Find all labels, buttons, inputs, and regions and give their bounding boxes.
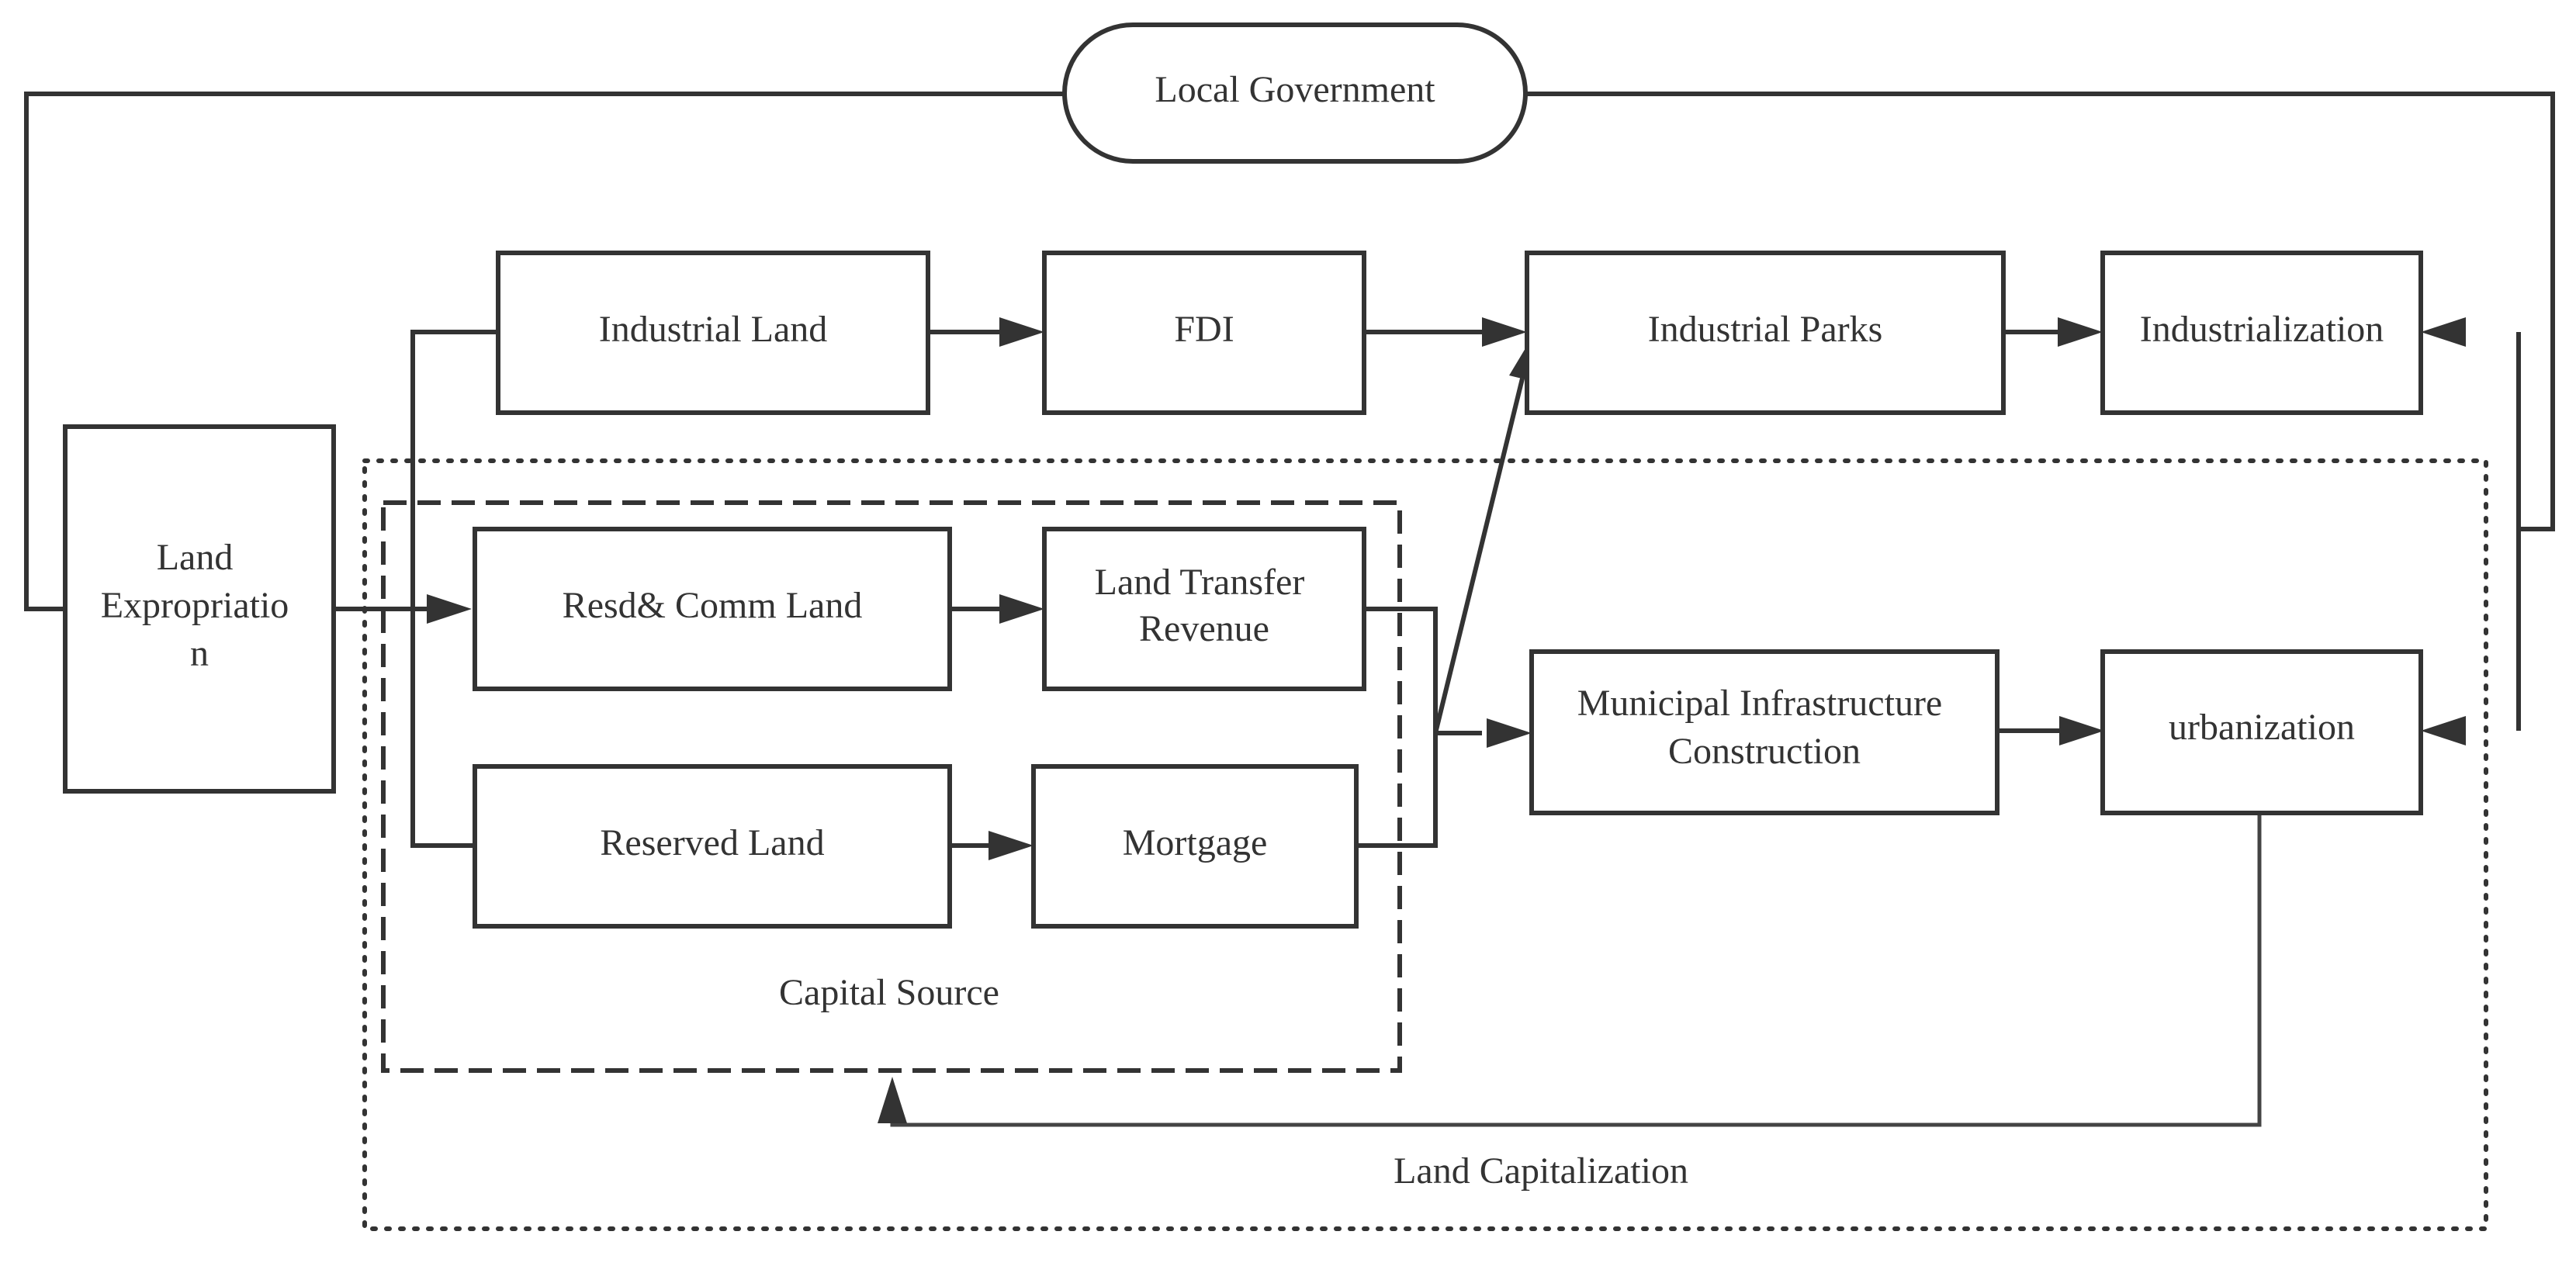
capital-source-caption: Capital Source	[779, 972, 999, 1013]
local-government-label: Local Government	[1155, 69, 1435, 110]
municipal-infrastructure-label: Municipal Infrastructure Construction	[1577, 683, 1951, 772]
arrowhead-into-urbanization-right	[2421, 716, 2466, 745]
reserved-land-node	[473, 764, 952, 929]
industrialization-label: Industrialization	[2140, 309, 2384, 350]
arrowhead-to-mortgage	[989, 831, 1034, 860]
land-transfer-revenue-line-2: Revenue	[1139, 608, 1269, 649]
connector-merge-to-parks	[1433, 378, 1525, 734]
land-expropriation-line-1: Land	[157, 537, 234, 578]
land-expropriation-line-3: n	[190, 633, 209, 674]
fdi-label: FDI	[1174, 309, 1234, 350]
resd-comm-land-node	[473, 527, 952, 691]
land-transfer-revenue-label: Land Transfer Revenue	[1095, 562, 1314, 649]
land-transfer-revenue-line-1: Land Transfer	[1095, 562, 1305, 603]
arrowhead-to-resd	[427, 594, 472, 624]
arrowhead-to-revenue	[999, 594, 1044, 624]
connector-government-to-right-bus	[1525, 92, 2555, 531]
industrialization-node	[2100, 251, 2423, 415]
industrial-land-node	[496, 251, 930, 415]
urbanization-node	[2100, 649, 2423, 815]
land-transfer-revenue-node	[1042, 527, 1366, 691]
land-capitalization-caption: Land Capitalization	[1394, 1150, 1688, 1192]
industrial-parks-label: Industrial Parks	[1648, 309, 1883, 350]
land-expropriation-node	[63, 424, 336, 794]
mortgage-label: Mortgage	[1123, 822, 1268, 863]
land-expropriation-label: Land Expropriatio n	[101, 537, 299, 674]
arrowhead-to-municipal	[1487, 718, 1532, 748]
mortgage-node	[1031, 764, 1359, 929]
industrial-land-label: Industrial Land	[599, 309, 828, 350]
arrowhead-to-parks	[1482, 317, 1527, 347]
arrowhead-into-industrialization-right	[2421, 317, 2466, 347]
resd-comm-land-label: Resd& Comm Land	[563, 585, 863, 626]
reserved-land-label: Reserved Land	[600, 822, 824, 863]
connector-branch-bus-left	[410, 330, 498, 848]
urbanization-label: urbanization	[2169, 707, 2355, 748]
arrowhead-to-industrialization	[2058, 317, 2103, 347]
fdi-node	[1042, 251, 1366, 415]
arrowhead-to-fdi	[999, 317, 1044, 347]
connector-government-to-expropriation	[24, 92, 1065, 611]
land-expropriation-line-2: Expropriatio	[101, 585, 289, 626]
arrowhead-to-capital-source	[878, 1077, 907, 1123]
local-government-node	[1062, 22, 1528, 164]
municipal-infrastructure-node	[1529, 649, 2000, 815]
capital-source-frame	[381, 500, 1402, 1073]
municipal-infrastructure-line-1: Municipal Infrastructure	[1577, 683, 1942, 724]
land-capitalization-frame	[362, 458, 2488, 1231]
municipal-infrastructure-line-2: Construction	[1668, 731, 1861, 772]
arrowhead-to-urbanization	[2059, 716, 2104, 745]
connector-revenue-mortgage-merge	[1356, 607, 1438, 848]
industrial-parks-node	[1525, 251, 2006, 415]
